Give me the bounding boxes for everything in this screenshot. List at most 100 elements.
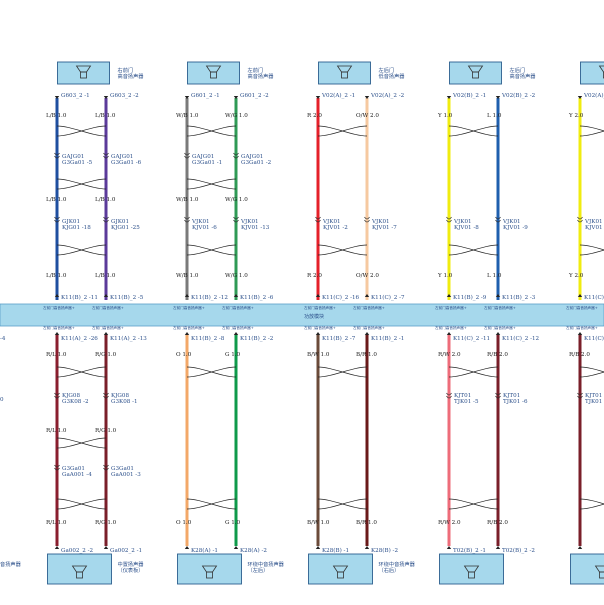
inline-connector-icon [103, 216, 109, 220]
speaker-box [580, 61, 604, 85]
connector-label: G3Ga01 [111, 466, 134, 472]
wire-label: R 2.0 [307, 113, 322, 119]
edge-fragment: 音扬声器 [0, 560, 22, 568]
pin-arrow-up-icon [184, 546, 190, 549]
wire-label: Y 2.0 [568, 113, 584, 119]
wire-label: L/B 1.0 [46, 113, 67, 119]
speaker-name: 高音扬声器 [248, 72, 275, 80]
pin-arrow-up-icon [446, 294, 452, 297]
connector-label: VJK01 [502, 219, 521, 225]
module-pin-label: K11(B)_2 -2 [240, 335, 274, 342]
wire-label: L/B 1.0 [95, 197, 116, 203]
connector-label: GAJG01 [111, 154, 133, 160]
twisted-pair-icon [186, 125, 237, 137]
connector-label: VJK01 [584, 219, 603, 225]
pin-arrow-up-icon [446, 332, 452, 335]
twisted-pair-icon [186, 498, 237, 510]
connector-label: KJV01 - [585, 225, 604, 231]
connector-label: G3Ga01 [62, 466, 85, 472]
wire-label: G 1.0 [225, 520, 241, 526]
speaker-pin-label: T02(B)_2 -2 [502, 547, 535, 554]
pin-arrow-down-icon [495, 96, 501, 99]
pin-arrow-up-icon [364, 294, 370, 297]
twisted-pair-icon [186, 366, 237, 378]
speaker-pin-label: Ga002_2 -2 [61, 548, 94, 554]
twisted-pair-icon [317, 366, 368, 378]
speaker-pin-label: V02(A)_2 -2 [370, 92, 405, 99]
speaker-box [57, 61, 110, 85]
pin-arrow-down-icon [315, 96, 321, 99]
inline-connector-icon [54, 152, 60, 156]
pin-arrow-up-icon [315, 546, 321, 549]
inline-connector-icon [446, 395, 452, 399]
edge-fragment: 0 [0, 397, 4, 403]
inline-connector-icon [184, 152, 190, 156]
pin-arrow-down-icon [233, 96, 239, 99]
connector-label: KJG08 [62, 393, 80, 399]
wire-label: L/B 1.0 [95, 273, 116, 279]
module-pin-label: K11(A)_2 -13 [110, 335, 147, 342]
twisted-pair-icon [579, 366, 604, 378]
inline-connector-icon [577, 395, 583, 399]
inline-connector-icon [103, 152, 109, 156]
inline-connector-icon [364, 219, 370, 223]
connector-label: G3K08 -2 [62, 399, 89, 405]
inline-connector-icon [315, 216, 321, 220]
inline-connector-icon [184, 216, 190, 220]
pin-arrow-up-icon [495, 294, 501, 297]
twisted-pair-icon [56, 178, 107, 190]
inline-connector-icon [495, 216, 501, 220]
inline-connector-icon [577, 219, 583, 223]
wire-label: R/B 2.0 [487, 352, 508, 358]
amplifier-module-label: 功放模块 [304, 313, 324, 320]
connector-label: KJG01 -25 [111, 225, 140, 231]
pin-arrow-up-icon [577, 332, 583, 335]
wire-label: B/W 1.0 [307, 352, 330, 358]
speaker-pin-label: V02(B)_2 -1 [452, 92, 486, 99]
connector-label: G3Ga01 -5 [62, 160, 93, 166]
inline-connector-icon [577, 216, 583, 220]
inline-connector-icon [54, 219, 60, 223]
connector-label: GaA001 -3 [111, 472, 141, 478]
pin-arrow-up-icon [446, 546, 452, 549]
connector-label: KJV01 -8 [454, 225, 479, 231]
inline-connector-icon [54, 155, 60, 159]
speaker-name: （仪表板） [118, 566, 144, 574]
wire-label: W/G 1.0 [225, 273, 248, 279]
speaker-icon [472, 71, 479, 79]
speaker-name: 环绕中音扬声器 [248, 560, 285, 568]
inline-connector-icon [446, 219, 452, 223]
pin-arrow-up-icon [54, 294, 60, 297]
inline-connector-icon [577, 392, 583, 396]
wire-label: O/W 2.0 [356, 273, 379, 279]
module-pin-label: K11(C)_2 -12 [502, 335, 540, 342]
inline-connector-icon [233, 155, 239, 159]
inline-connector-icon [495, 392, 501, 396]
twisted-pair-icon [448, 244, 499, 256]
speaker-name: （左后） [248, 566, 269, 574]
band-pin-text: 左前门高音扬声器+ [43, 305, 75, 310]
inline-connector-icon [495, 395, 501, 399]
speaker-box [449, 61, 502, 85]
module-pin-label: K11(B)_2 -9 [453, 294, 487, 301]
module-pin-label: K11(C)_ [584, 335, 604, 342]
pin-arrow-down-icon [577, 96, 583, 99]
wire-label: W/B 1.0 [176, 197, 199, 203]
speaker-name: 左前门 [248, 66, 264, 74]
connector-label: KJV01 -6 [192, 225, 217, 231]
band-pin-text: 左前门高音扬声器+ [222, 305, 254, 310]
wire-label: G 1.0 [225, 352, 241, 358]
twisted-pair-icon [186, 178, 237, 190]
twisted-pair-icon [186, 244, 237, 256]
module-pin-label: K11(C)_ [584, 294, 604, 301]
inline-connector-icon [103, 467, 109, 471]
connector-label: VJK01 [322, 219, 341, 225]
speaker-pin-label: G601_2 -2 [240, 93, 269, 99]
connector-label: GJK01 [111, 219, 129, 225]
wire-label: B/W 1.0 [307, 520, 330, 526]
speaker-box [177, 553, 242, 585]
twisted-pair-icon [448, 366, 499, 378]
band-pin-text: 左前门高音扬声器+ [92, 325, 124, 330]
speaker-pin-label: K28(B) -2 [371, 547, 398, 554]
connector-label: VJK01 [240, 219, 259, 225]
